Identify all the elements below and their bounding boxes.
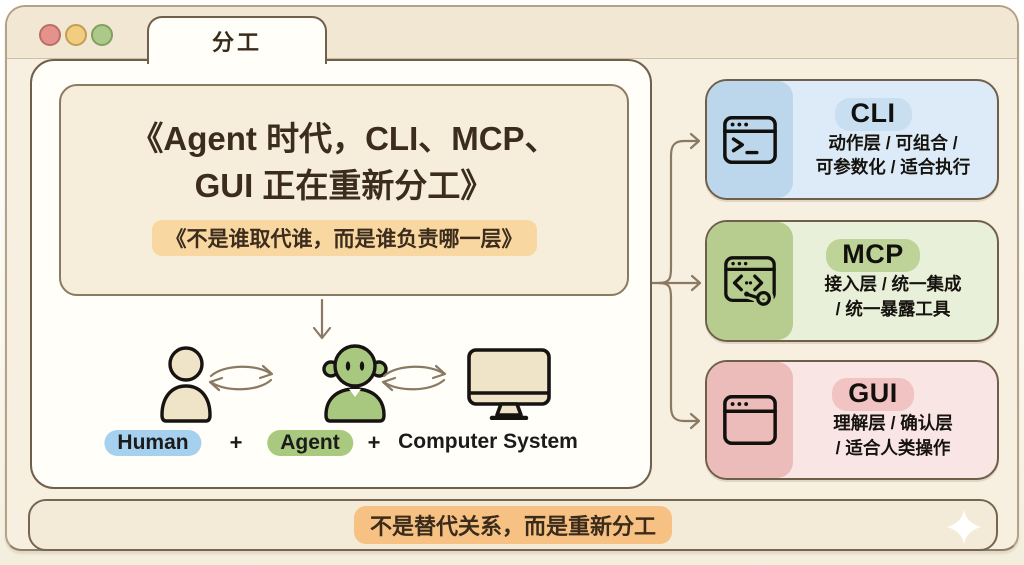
footer-banner: 不是替代关系，而是重新分工 [28, 499, 998, 551]
mcp-line-2: / 统一暴露工具 [835, 298, 951, 319]
traffic-light-zoom-icon[interactable] [91, 24, 113, 46]
cli-title: CLI [834, 97, 912, 131]
mcp-title: MCP [826, 239, 920, 272]
code-window-key-icon [724, 256, 776, 309]
title-line-1: 《Agent 时代，CLI、MCP、 [130, 120, 558, 157]
tab-division-of-labor[interactable]: 分工 [147, 16, 327, 64]
actors-diagram: Human + Agent + Computer System [32, 296, 654, 491]
plus-sign: + [229, 430, 243, 455]
page-subtitle: 《不是谁取代谁，而是谁负责哪一层》 [151, 219, 537, 256]
cli-icon-panel [707, 81, 793, 198]
label-agent: Agent [267, 430, 353, 456]
traffic-light-minimize-icon[interactable] [65, 24, 87, 46]
plus-sign: + [367, 430, 381, 455]
exchange-arrows-icon [208, 364, 274, 392]
cli-content: CLI 动作层 / 可组合 / 可参数化 / 适合执行 [793, 81, 997, 198]
mcp-line-1: 接入层 / 统一集成 [824, 274, 962, 294]
arrow-down-icon [312, 298, 332, 340]
desktop-monitor-icon [467, 348, 551, 420]
cli-line-1: 动作层 / 可组合 / [828, 132, 958, 153]
mcp-icon-panel [707, 222, 793, 340]
terminal-window-icon [723, 115, 777, 164]
app-window: 分工 《Agent 时代，CLI、MCP、 GUI 正在重新分工》 《不是谁取代… [5, 5, 1019, 551]
title-line-2: GUI 正在重新分工》 [194, 166, 494, 204]
gui-title: GUI [832, 378, 914, 411]
branch-arrows-icon [650, 132, 702, 430]
mcp-content: MCP 接入层 / 统一集成 / 统一暴露工具 [793, 222, 997, 340]
cli-line-2: 可参数化 / 适合执行 [815, 157, 971, 177]
label-computer-system: Computer System [398, 430, 578, 453]
person-icon [160, 346, 212, 423]
traffic-light-close-icon[interactable] [39, 24, 61, 46]
layer-card-gui: GUI 理解层 / 确认层 / 适合人类操作 [705, 360, 999, 480]
gui-line-2: / 适合人类操作 [835, 437, 951, 458]
layer-card-mcp: MCP 接入层 / 统一集成 / 统一暴露工具 [705, 220, 999, 342]
robot-agent-icon [322, 344, 388, 423]
layer-card-cli: CLI 动作层 / 可组合 / 可参数化 / 适合执行 [705, 79, 999, 200]
gui-icon-panel [707, 362, 793, 478]
page-title: 《Agent 时代，CLI、MCP、 GUI 正在重新分工》 [61, 116, 627, 210]
sparkle-icon [947, 510, 981, 544]
label-human: Human [104, 430, 202, 456]
gui-line-1: 理解层 / 确认层 [833, 413, 953, 433]
main-topic-card: 《Agent 时代，CLI、MCP、 GUI 正在重新分工》 《不是谁取代谁，而… [30, 59, 652, 489]
footer-text: 不是替代关系，而是重新分工 [353, 506, 673, 544]
gui-content: GUI 理解层 / 确认层 / 适合人类操作 [793, 362, 997, 478]
exchange-arrows-icon [381, 364, 447, 392]
tab-label: 分工 [211, 30, 262, 55]
browser-window-icon [723, 395, 777, 445]
title-card: 《Agent 时代，CLI、MCP、 GUI 正在重新分工》 《不是谁取代谁，而… [59, 84, 629, 296]
